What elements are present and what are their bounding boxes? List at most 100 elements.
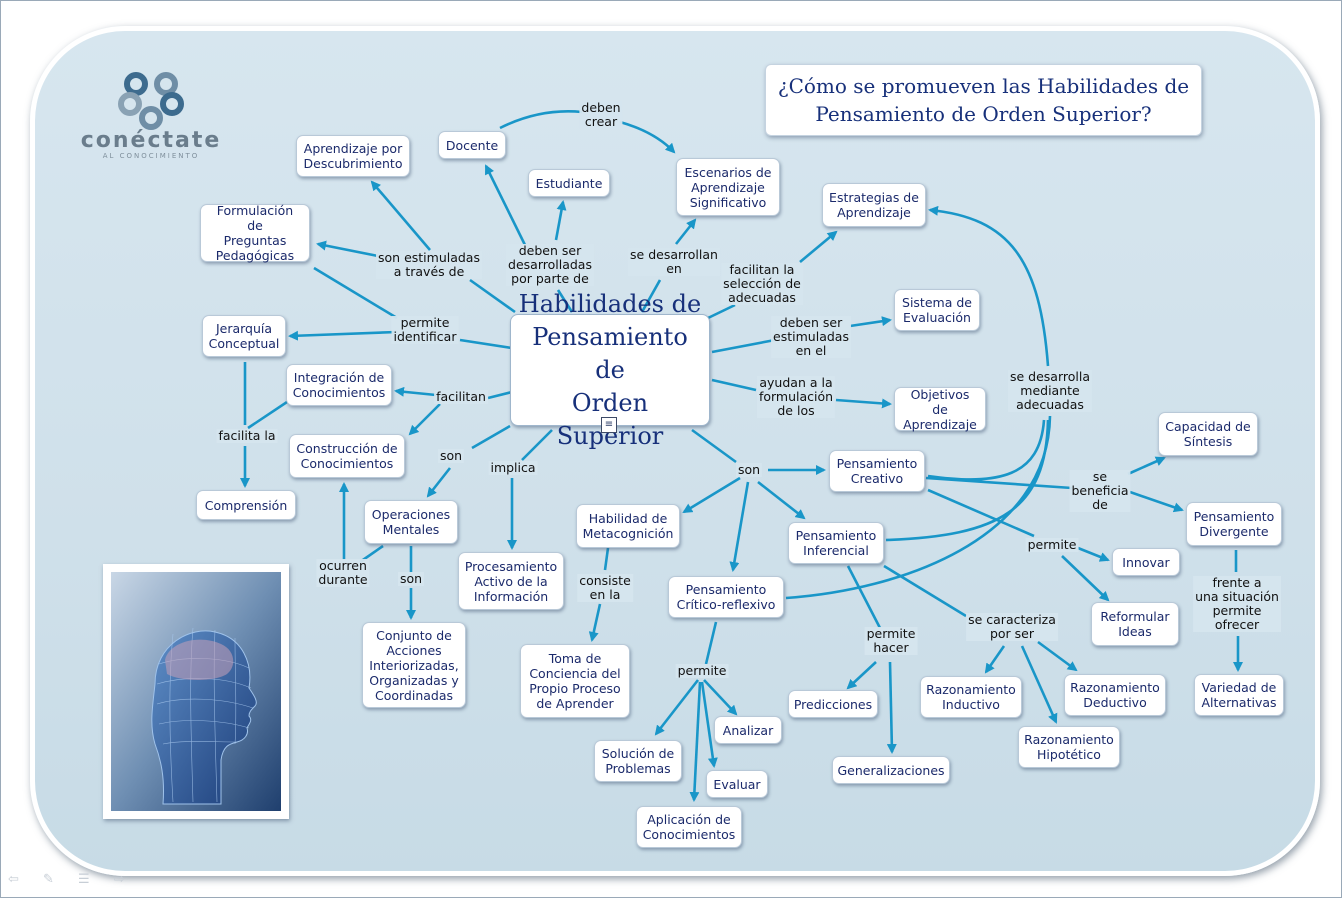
page-title: ¿Cómo se promueven las Habilidades de Pe… <box>765 64 1202 136</box>
label-son-estimuladas: son estimuladas a través de <box>376 250 482 279</box>
link-se-caracteriza-hipotetico <box>1020 645 1058 724</box>
node-reformular[interactable]: Reformular Ideas <box>1091 602 1179 646</box>
link-permite-identificar-jerarquia <box>288 330 398 341</box>
link-central-ayudan <box>711 378 757 392</box>
link-son-inferencial <box>757 480 806 520</box>
node-integracion[interactable]: Integración de Conocimientos <box>286 364 392 406</box>
label-son-operaciones: son <box>397 571 425 586</box>
link-son-metacognicion <box>682 476 741 514</box>
link-facilitan-integracion <box>394 386 437 397</box>
node-operaciones[interactable]: Operaciones Mentales <box>364 500 458 544</box>
label-permite-critico: permite <box>675 663 729 678</box>
conectate-logo <box>118 72 184 130</box>
brain-head-illustration <box>111 572 281 811</box>
link-son-operaciones <box>426 467 452 498</box>
label-ocurren-durante: ocurren durante <box>316 558 370 587</box>
node-comprension[interactable]: Comprensión <box>196 490 296 520</box>
label-deben-ser-desarrolladas: deben ser desarrolladas por parte de <box>506 243 594 286</box>
node-pensamiento-inferencial[interactable]: Pensamiento Inferencial <box>788 522 884 564</box>
link-permite-aplicacion <box>689 681 702 802</box>
label-consiste-en-la: consiste en la <box>577 573 633 602</box>
document-icon[interactable]: ≡ <box>601 417 617 433</box>
node-docente[interactable]: Docente <box>438 131 506 159</box>
node-solucion[interactable]: Solución de Problemas <box>594 740 682 782</box>
link-metacognicion-consiste <box>603 547 610 571</box>
label-se-beneficia: se beneficia de <box>1069 469 1131 512</box>
link-ayudan-objetivos <box>835 398 892 409</box>
link-docente-deben-crear <box>499 110 583 130</box>
brain-head-image <box>103 564 289 819</box>
link-permite-innovar <box>1077 546 1110 562</box>
label-deben-ser-estimuladas: deben ser estimuladas en el <box>771 315 851 358</box>
link-permite-evaluar <box>700 681 718 768</box>
node-predicciones[interactable]: Predicciones <box>788 690 878 718</box>
link-permite-reformular <box>1061 555 1110 602</box>
link-deben-ser-estudiante <box>554 200 567 241</box>
node-procesamiento[interactable]: Procesamiento Activo de la Información <box>458 552 564 610</box>
presentation-nav[interactable]: ⇦ ✎ ☰ ⇨ <box>8 872 135 887</box>
link-central-son-left <box>471 424 511 450</box>
link-permite-hacer-predicciones <box>846 661 877 690</box>
label-se-desarrolla-mediante: se desarrolla mediante adecuadas <box>1007 369 1093 412</box>
link-permite-analizar <box>703 679 738 716</box>
label-deben-crear: deben crear <box>579 100 623 129</box>
link-permite-hacer-generalizaciones <box>886 661 897 754</box>
label-permite-identificar: permite identificar <box>391 315 459 344</box>
node-generalizaciones[interactable]: Generalizaciones <box>832 756 950 784</box>
link-inferencial-se-caracteriza <box>883 564 967 618</box>
link-facilitan-seleccion-estrategias <box>799 230 838 263</box>
node-analizar[interactable]: Analizar <box>714 716 782 744</box>
node-metacognicion[interactable]: Habilidad de Metacognición <box>576 504 680 548</box>
node-construccion[interactable]: Construcción de Conocimientos <box>289 434 405 478</box>
link-deben-ser-docente <box>484 164 527 246</box>
link-central-son-right <box>691 428 737 464</box>
node-variedad[interactable]: Variedad de Alternativas <box>1194 674 1284 716</box>
link-deben-ser-estimuladas-sistema <box>849 316 892 328</box>
node-capacidad-sintesis[interactable]: Capacidad de Síntesis <box>1158 412 1258 456</box>
node-objetivos[interactable]: Objetivos de Aprendizaje <box>894 387 986 432</box>
link-son-estimuladas-aprendizaje <box>370 180 431 251</box>
link-permite-identificar-formulacion <box>313 266 398 320</box>
node-toma-conciencia[interactable]: Toma de Conciencia del Propio Proceso de… <box>520 644 630 718</box>
link-central-implica <box>521 429 553 461</box>
link-son-critico <box>729 481 750 572</box>
central-node[interactable]: Habilidades de Pensamiento de Orden Supe… <box>510 290 710 450</box>
label-ayudan-formulacion: ayudan a la formulación de los <box>756 375 836 418</box>
node-aplicacion[interactable]: Aplicación de Conocimientos <box>636 806 742 848</box>
link-se-caracteriza-inductivo <box>984 645 1006 674</box>
node-pensamiento-creativo[interactable]: Pensamiento Creativo <box>829 450 925 492</box>
label-facilitan: facilitan <box>434 389 488 404</box>
link-critico-permite <box>704 621 718 665</box>
node-formulacion[interactable]: Formulación de Preguntas Pedagógicas <box>200 203 310 263</box>
label-facilitan-seleccion: facilitan la selección de adecuadas <box>721 262 803 305</box>
node-conjunto-acciones[interactable]: Conjunto de Acciones Interiorizadas, Org… <box>362 622 466 708</box>
node-razonamiento-inductivo[interactable]: Razonamiento Inductivo <box>920 676 1022 718</box>
link-inferencial-permite-hacer <box>846 565 882 629</box>
node-pensamiento-critico[interactable]: Pensamiento Crítico-reflexivo <box>668 576 784 618</box>
node-evaluar[interactable]: Evaluar <box>706 770 768 798</box>
link-loop-estrategias <box>928 205 1050 367</box>
label-son-right: son <box>735 462 763 477</box>
node-innovar[interactable]: Innovar <box>1112 548 1180 576</box>
node-pensamiento-divergente[interactable]: Pensamiento Divergente <box>1186 502 1282 546</box>
link-son-estimuladas-formulacion <box>316 240 379 258</box>
node-escenarios[interactable]: Escenarios de Aprendizaje Significativo <box>676 158 780 216</box>
logo-wordmark: conéctate <box>80 128 222 153</box>
label-se-caracteriza: se caracteriza por ser <box>966 612 1058 641</box>
label-son-left: son <box>437 448 465 463</box>
node-estudiante[interactable]: Estudiante <box>528 169 610 197</box>
node-sistema-evaluacion[interactable]: Sistema de Evaluación <box>894 289 980 331</box>
node-jerarquia[interactable]: Jerarquía Conceptual <box>202 315 286 357</box>
node-estrategias[interactable]: Estrategias de Aprendizaje <box>822 183 926 227</box>
node-razonamiento-deductivo[interactable]: Razonamiento Deductivo <box>1064 674 1166 716</box>
link-se-beneficia-divergente <box>1129 490 1184 513</box>
label-se-desarrollan: se desarrollan en <box>628 247 720 276</box>
link-central-deben-ser-estimuladas <box>711 338 776 354</box>
node-razonamiento-hipotetico[interactable]: Razonamiento Hipotético <box>1018 726 1120 768</box>
link-consiste-toma <box>588 603 602 642</box>
link-creativo-permite <box>927 488 1035 538</box>
link-central-permite-identificar <box>459 338 513 350</box>
link-central-facilitan-seleccion <box>707 303 736 320</box>
link-creativo-loop <box>927 419 1046 481</box>
node-aprendizaje-descubrimiento[interactable]: Aprendizaje por Descubrimiento <box>296 135 410 177</box>
